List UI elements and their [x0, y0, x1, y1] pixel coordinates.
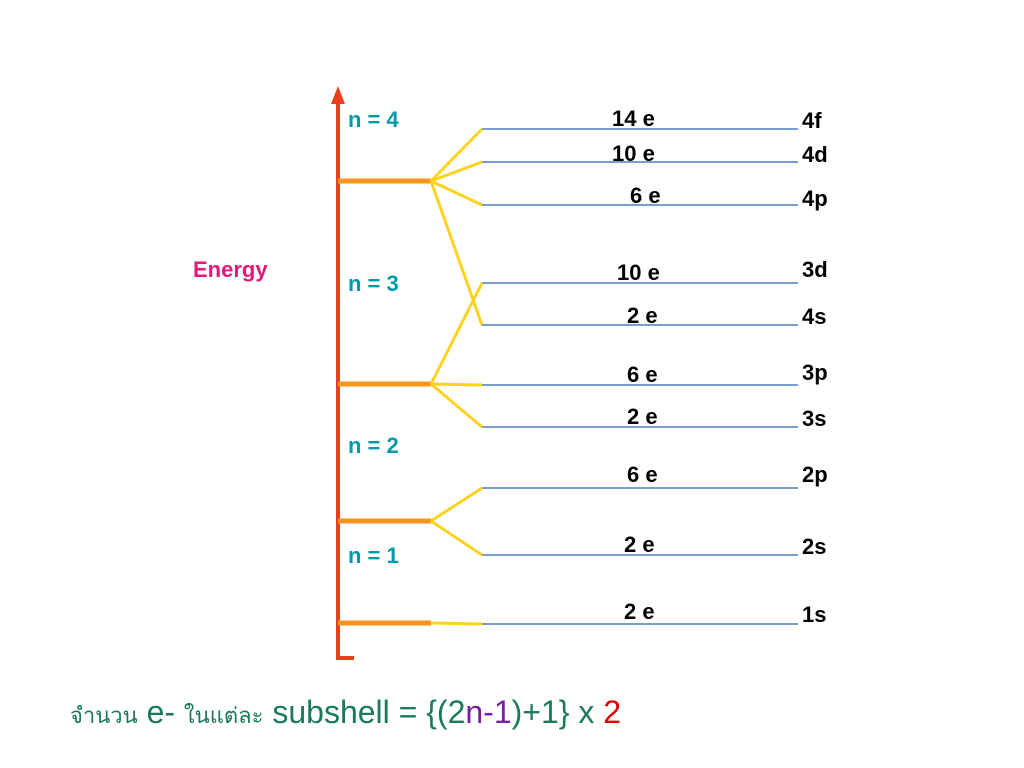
connector-lines [429, 127, 484, 626]
formula-n-term: n-1 [465, 694, 512, 730]
electron-count-3s: 2 e [627, 404, 658, 429]
shell-label-n4: n = 4 [348, 107, 399, 132]
electron-count-4s: 2 e [627, 303, 658, 328]
formula-two: 2 [603, 694, 622, 730]
connector-n4-4f [429, 127, 484, 183]
formula-thai-each: ในแต่ละ [183, 704, 264, 729]
connector-n2-2s [430, 519, 483, 557]
electron-count-4f: 14 e [612, 106, 655, 131]
shell-lines [338, 178, 431, 626]
subshell-label-4s: 4s [802, 304, 827, 329]
electron-count-2p: 6 e [627, 462, 658, 487]
shell-label-n2: n = 2 [348, 433, 399, 458]
connector-n4-4p [430, 179, 483, 207]
subshell-label-3p: 3p [802, 360, 828, 385]
electron-count-3d: 10 e [617, 260, 660, 285]
shell-label-n3: n = 3 [348, 271, 399, 296]
electron-count-4p: 6 e [630, 183, 661, 208]
connector-n3-3s [430, 382, 483, 429]
subshell-label-4p: 4p [802, 186, 828, 211]
subshell-label-2p: 2p [802, 462, 828, 487]
electron-count-1s: 2 e [624, 599, 655, 624]
electron-count-3p: 6 e [627, 362, 658, 387]
formula-e-minus: e- [146, 694, 176, 730]
formula-thai-count: จำนวน [70, 704, 138, 729]
electron-count-formula: จำนวน e- ในแต่ละ subshell = {(2n-1)+1} x… [70, 696, 621, 728]
subshell-label-4d: 4d [802, 142, 828, 167]
subshell-label-2s: 2s [802, 534, 827, 559]
connector-n2-2p [430, 486, 483, 523]
connector-n4-4d [430, 160, 483, 183]
electron-count-4d: 10 e [612, 141, 655, 166]
electron-count-2s: 2 e [624, 532, 655, 557]
formula-close: )+1} x [511, 694, 604, 730]
shell-label-n1: n = 1 [348, 543, 399, 568]
energy-label: Energy [193, 257, 268, 282]
connector-n3-3d [429, 282, 484, 385]
subshell-label-1s: 1s [802, 602, 827, 627]
energy-axis-arrowhead [331, 86, 345, 104]
subshell-label-4f: 4f [802, 108, 822, 133]
formula-main: subshell = {(2 [272, 694, 466, 730]
subshell-lines [482, 128, 798, 625]
connector-n3-3p [430, 382, 483, 387]
connector-n1-1s [430, 621, 483, 626]
subshell-label-3s: 3s [802, 406, 827, 431]
subshell-label-3d: 3d [802, 257, 828, 282]
